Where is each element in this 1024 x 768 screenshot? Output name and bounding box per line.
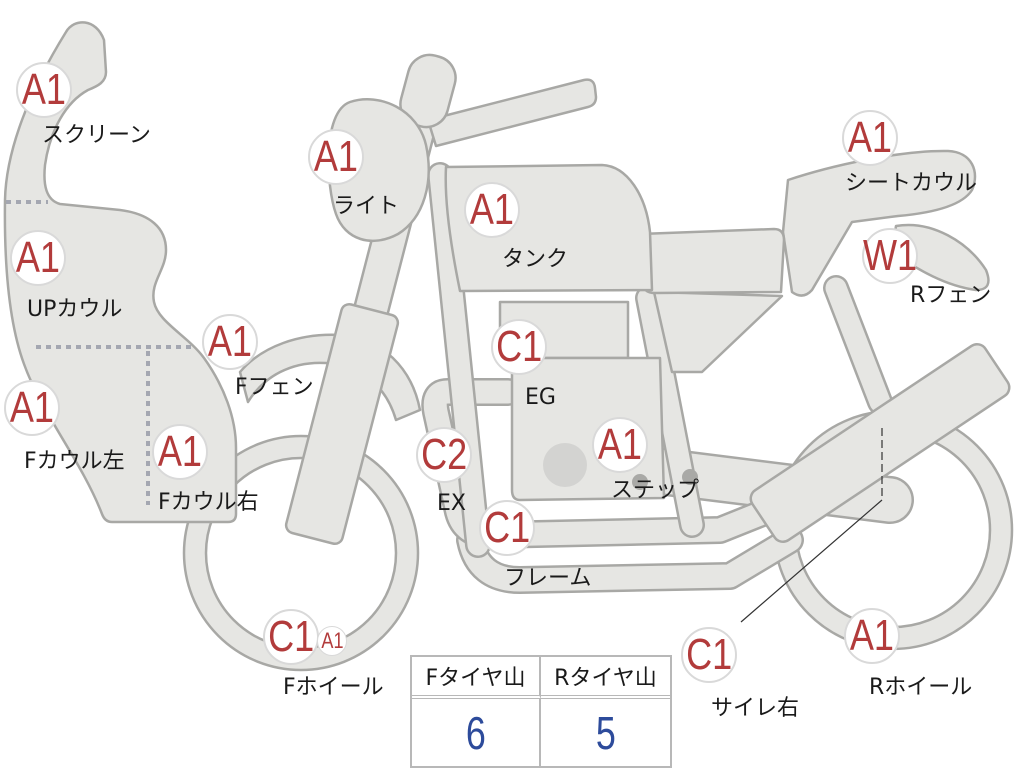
rear-shock bbox=[823, 275, 893, 415]
grade-text: A1 bbox=[469, 185, 515, 234]
foot-step bbox=[632, 469, 698, 490]
grade-badge: A1 bbox=[152, 424, 208, 480]
frame-downtube bbox=[427, 162, 491, 558]
grade-text-secondary: A1 bbox=[320, 628, 344, 653]
part-label: Rホイール bbox=[869, 675, 973, 700]
part-label: フレーム bbox=[504, 566, 592, 591]
part-label: UPカウル bbox=[27, 297, 123, 322]
grade-badge: A1 bbox=[464, 182, 520, 238]
grade-badge: A1 bbox=[844, 608, 900, 664]
grade-badge: C1 bbox=[479, 500, 535, 556]
grade-badge: A1 bbox=[308, 129, 364, 185]
rear-tire-tread-value: 5 bbox=[595, 706, 616, 759]
silencer-leader-line bbox=[740, 428, 883, 623]
grade-text: W1 bbox=[862, 231, 918, 280]
grade-badge: W1 bbox=[862, 228, 918, 284]
grade-text: A1 bbox=[157, 427, 203, 476]
grade-text: A1 bbox=[21, 65, 67, 114]
grade-text: A1 bbox=[849, 611, 895, 660]
handlebar bbox=[426, 78, 598, 148]
grade-text: A1 bbox=[15, 233, 61, 282]
part-label: Fカウル右 bbox=[158, 490, 259, 515]
grade-text: A1 bbox=[207, 317, 253, 366]
panel-divider-lines bbox=[6, 200, 192, 505]
seat bbox=[638, 227, 786, 295]
grade-badge: C2 bbox=[416, 427, 472, 483]
grade-text: A1 bbox=[9, 383, 55, 432]
part-label: Fホイール bbox=[283, 675, 384, 700]
part-label: Rフェン bbox=[910, 283, 992, 308]
grade-badge: C1 bbox=[263, 609, 319, 665]
front-tire-tread-header: Fタイヤ山 bbox=[412, 657, 541, 699]
front-tire-tread-value: 6 bbox=[465, 706, 486, 759]
grade-badge: A1 bbox=[592, 417, 648, 473]
grade-badge-secondary: A1 bbox=[317, 626, 347, 656]
grade-text: C2 bbox=[420, 430, 468, 479]
grade-badge: A1 bbox=[202, 314, 258, 370]
front-tire-tread-cell: 6 bbox=[412, 699, 541, 766]
grade-text: A1 bbox=[313, 132, 359, 181]
part-label: スクリーン bbox=[42, 123, 151, 148]
fork-lower-leg bbox=[284, 302, 400, 546]
grade-text: C1 bbox=[483, 503, 531, 552]
grade-badge: A1 bbox=[4, 380, 60, 436]
part-label: サイレ右 bbox=[711, 696, 800, 721]
part-label: EX bbox=[437, 491, 466, 516]
side-cover bbox=[652, 290, 784, 374]
grade-text: C1 bbox=[685, 630, 733, 679]
part-label: ステップ bbox=[611, 478, 700, 503]
grade-badge: A1 bbox=[16, 62, 72, 118]
tire-tread-table: Fタイヤ山 Rタイヤ山 6 5 bbox=[410, 655, 672, 768]
grade-badge: A1 bbox=[10, 230, 66, 286]
part-label: シートカウル bbox=[845, 171, 978, 196]
part-label: ライト bbox=[333, 194, 400, 219]
frame-rear-downtube bbox=[635, 285, 705, 538]
grade-badge: C1 bbox=[681, 627, 737, 683]
part-label: Fカウル左 bbox=[24, 449, 125, 474]
rear-fender bbox=[890, 223, 990, 292]
part-label: Fフェン bbox=[235, 375, 314, 400]
grade-text: C1 bbox=[267, 612, 315, 661]
front-fairing bbox=[3, 21, 238, 524]
part-label: タンク bbox=[502, 247, 569, 272]
grade-badge: A1 bbox=[842, 110, 898, 166]
grade-badge: C1 bbox=[491, 319, 547, 375]
grade-text: A1 bbox=[597, 420, 643, 469]
part-label: EG bbox=[525, 385, 556, 410]
silencer bbox=[749, 342, 1011, 544]
grade-text: A1 bbox=[847, 113, 893, 162]
rear-tire-tread-cell: 5 bbox=[541, 699, 670, 766]
grade-text: C1 bbox=[495, 322, 543, 371]
rear-tire-tread-header: Rタイヤ山 bbox=[541, 657, 670, 699]
